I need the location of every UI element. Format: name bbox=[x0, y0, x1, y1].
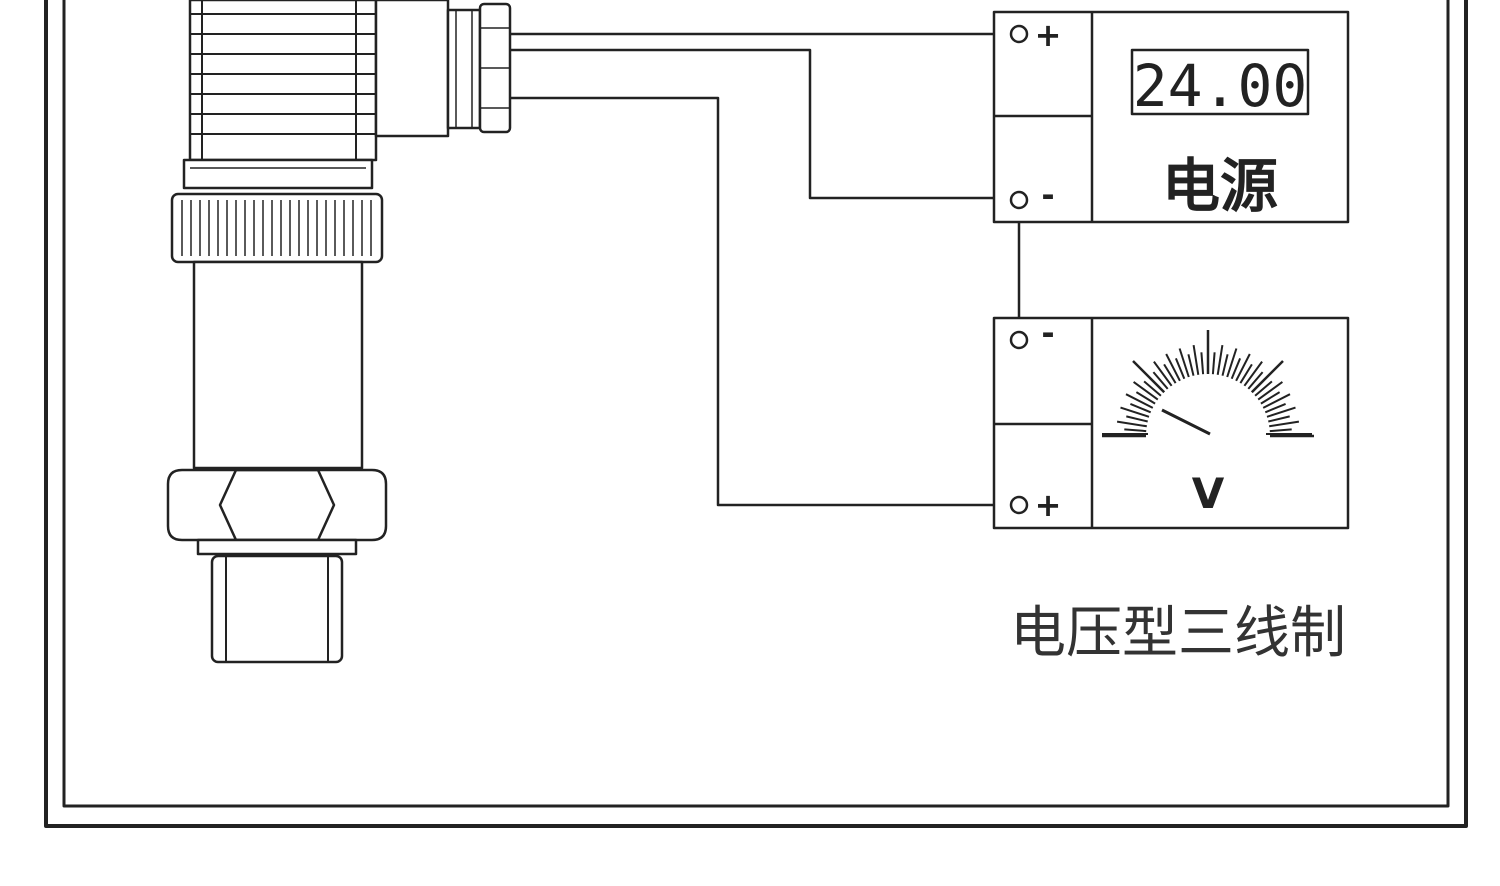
diagram-frame bbox=[44, 0, 1468, 828]
supply-minus-terminal bbox=[1009, 190, 1029, 210]
dial-tick bbox=[1133, 381, 1159, 401]
dial-tick bbox=[1125, 393, 1154, 409]
wiring bbox=[510, 32, 1021, 507]
dial-tick bbox=[1200, 352, 1205, 375]
dial-tick bbox=[1243, 361, 1263, 387]
dial-tick bbox=[1269, 420, 1300, 428]
dial-tick bbox=[1269, 428, 1292, 433]
knurled-ring bbox=[170, 192, 384, 264]
dial-tick bbox=[1260, 391, 1281, 405]
meter-plus-terminal bbox=[1009, 495, 1029, 515]
dial-tick bbox=[1266, 406, 1296, 418]
meter-minus-terminal bbox=[1009, 330, 1029, 350]
washer bbox=[196, 538, 358, 556]
dial-tick bbox=[1153, 361, 1173, 387]
wire-supply-minus bbox=[510, 48, 1010, 200]
thread-fitting bbox=[210, 554, 344, 664]
dial-tick bbox=[1152, 371, 1169, 390]
supply-plus-terminal bbox=[1009, 24, 1029, 44]
meter-minus-sign: - bbox=[1041, 314, 1054, 352]
dial-tick bbox=[1192, 344, 1200, 375]
voltmeter-unit: V bbox=[1192, 469, 1225, 518]
meter-plus-sign: + bbox=[1035, 486, 1062, 524]
power-supply: 24.00 电源 + - bbox=[992, 10, 1350, 224]
dial-tick bbox=[1130, 402, 1152, 414]
body-cylinder bbox=[192, 260, 364, 470]
dial-tick bbox=[1226, 348, 1238, 378]
dial-tick bbox=[1187, 354, 1195, 376]
meter-dial bbox=[1102, 330, 1314, 438]
dial-tick bbox=[1143, 380, 1162, 397]
power-supply-label: 电源 bbox=[1162, 152, 1278, 220]
lcd-display bbox=[1130, 48, 1310, 116]
dial-tick bbox=[1126, 415, 1148, 423]
pressure-transmitter bbox=[166, 0, 512, 664]
dial-tick bbox=[1264, 402, 1286, 414]
neck-collar bbox=[182, 158, 374, 190]
dial-tick bbox=[1262, 393, 1291, 409]
dial-tick bbox=[1116, 420, 1147, 428]
dial-tick bbox=[1254, 380, 1273, 397]
wire-signal-output bbox=[510, 96, 1010, 507]
dial-tick bbox=[1132, 360, 1166, 394]
connector-head bbox=[188, 0, 512, 162]
dial-tick bbox=[1216, 344, 1224, 375]
dial-tick bbox=[1235, 353, 1251, 382]
power-supply-value: 24.00 bbox=[1133, 52, 1308, 120]
diagram-caption: 电压型三线制 bbox=[1010, 601, 1346, 666]
supply-minus-sign: - bbox=[1041, 176, 1054, 214]
dial-tick bbox=[1268, 415, 1290, 423]
meter-needle bbox=[1161, 408, 1211, 436]
dial-tick bbox=[1163, 363, 1177, 384]
supply-plus-sign: + bbox=[1035, 16, 1062, 54]
dial-tick bbox=[1135, 391, 1156, 405]
voltmeter: V - + bbox=[992, 314, 1350, 530]
dial-tick bbox=[1247, 371, 1264, 390]
dial-tick bbox=[1211, 352, 1216, 375]
dial-tick bbox=[1230, 358, 1242, 380]
dial-tick bbox=[1120, 406, 1150, 418]
hex-nut bbox=[166, 468, 388, 542]
dial-tick bbox=[1178, 348, 1190, 378]
dial-tick bbox=[1174, 358, 1186, 380]
dial-tick bbox=[1165, 353, 1181, 382]
dial-tick bbox=[1250, 360, 1284, 394]
dial-tick bbox=[1257, 381, 1283, 401]
dial-tick bbox=[1221, 354, 1229, 376]
dial-tick bbox=[1239, 363, 1253, 384]
dial-tick bbox=[1124, 428, 1147, 433]
